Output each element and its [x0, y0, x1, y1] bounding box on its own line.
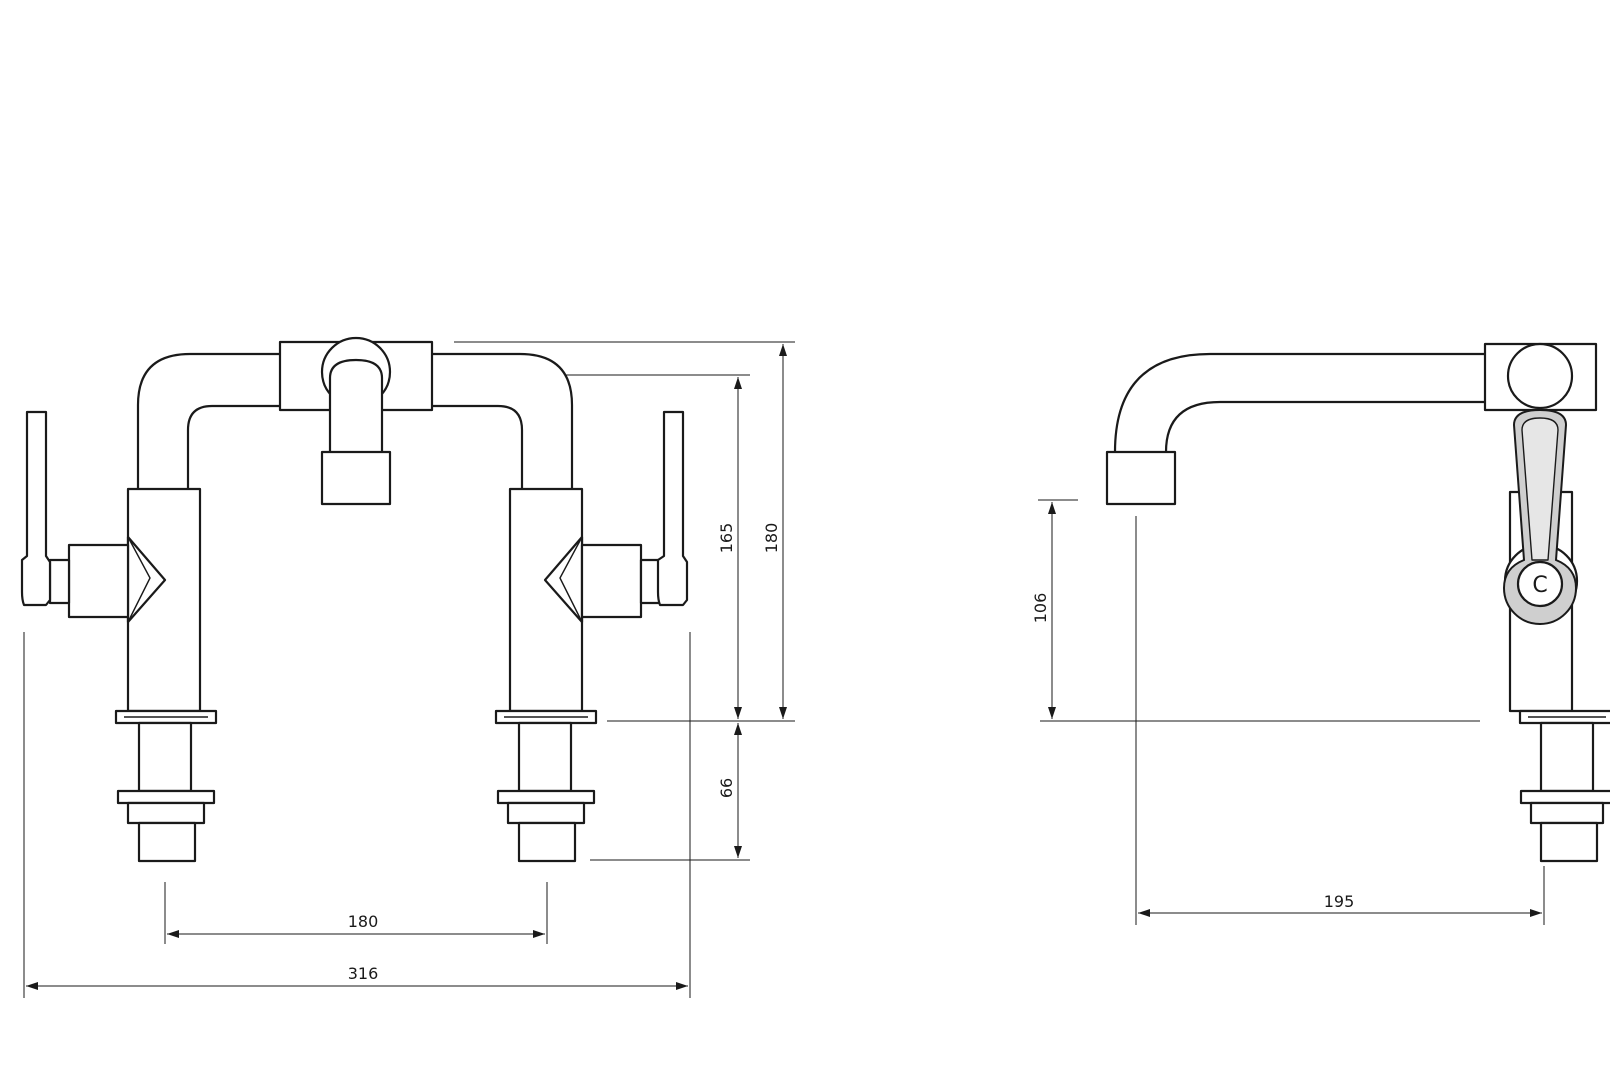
side-tail-end	[1539, 821, 1599, 863]
right-tail-shank	[517, 721, 573, 793]
side-spout-inner	[1164, 400, 1487, 454]
bridge-pipe-outer	[136, 352, 574, 491]
spout-aerator	[320, 450, 392, 506]
side-tail-shank	[1539, 721, 1595, 793]
side-handle-indicator	[1516, 560, 1564, 608]
side-spout-aerator	[1105, 450, 1177, 506]
left-lever-hub	[48, 558, 71, 605]
left-tail-end	[137, 821, 197, 863]
side-back-nut-washer	[1519, 789, 1610, 805]
dim-total-height: 180	[762, 523, 781, 554]
handle-mark-text: C	[1532, 573, 1547, 598]
dim-tail-length: 66	[717, 778, 736, 798]
dim-spout-clearance: 106	[1031, 593, 1050, 624]
right-tail-end	[517, 821, 577, 863]
front-view-dimensions: 180 165 66 180 316	[23, 341, 795, 998]
side-view: C	[1105, 342, 1610, 863]
dim-overall-width: 316	[348, 964, 379, 983]
left-back-nut-washer	[116, 789, 216, 805]
left-tail-shank	[137, 721, 193, 793]
right-back-nut-washer	[496, 789, 596, 805]
right-lever-handle	[656, 410, 689, 607]
dim-centres: 180	[348, 912, 379, 931]
left-valve-cap	[67, 543, 130, 619]
dim-spout-height: 165	[717, 523, 736, 554]
right-back-nut	[506, 801, 586, 825]
left-lever-handle	[20, 410, 52, 607]
right-valve-cap	[580, 543, 643, 619]
side-back-nut	[1529, 801, 1605, 825]
front-view	[20, 336, 689, 863]
side-spout-outer	[1113, 352, 1487, 454]
dim-spout-reach: 195	[1324, 892, 1355, 911]
left-back-nut	[126, 801, 206, 825]
bridge-pipe-inner	[186, 404, 524, 491]
side-view-dimensions: 106 195	[1031, 499, 1545, 925]
side-swivel-disc	[1506, 342, 1574, 410]
spout-neck	[328, 358, 384, 454]
